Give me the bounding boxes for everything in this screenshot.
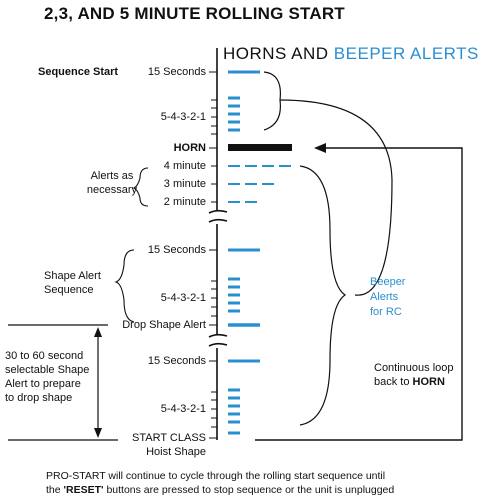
start-class-label: START CLASS — [132, 432, 206, 444]
selectable-label-line1: 30 to 60 second — [5, 350, 84, 362]
footer-line-1: PRO-START will continue to cycle through… — [46, 470, 386, 482]
drop-shape-alert-label: Drop Shape Alert — [122, 319, 206, 331]
beeper-brace — [299, 165, 347, 426]
top-group-brace — [263, 71, 282, 131]
header-beeper-text: BEEPER ALERTS — [333, 44, 479, 63]
fifteen-seconds-label-2: 15 Seconds — [147, 244, 206, 256]
loop-arrow-line — [255, 147, 463, 441]
three-minute-label: 3 minute — [163, 178, 206, 190]
shape-alert-brace — [114, 249, 135, 323]
selectable-arrow-down — [94, 428, 102, 438]
four-minute-label: 4 minute — [163, 160, 206, 172]
shape-alert-label-line2: Sequence — [44, 284, 94, 296]
shape-alert-marks — [228, 248, 260, 327]
diagram-title: 2,3, AND 5 MINUTE ROLLING START — [44, 4, 345, 23]
hoist-shape-label: Hoist Shape — [146, 446, 206, 458]
axis-break-1b — [208, 218, 228, 223]
footer-reset-text: 'RESET' — [63, 484, 104, 496]
beeper-label-line2: Alerts — [370, 291, 399, 303]
selectable-label-line3: Alert to prepare — [5, 378, 81, 390]
axis-break-2b — [208, 342, 228, 347]
selectable-label-line4: to drop shape — [5, 392, 73, 404]
beeper-label-line1: Beeper — [370, 276, 406, 288]
axis-break-1a — [208, 209, 228, 214]
beeper-marks — [228, 70, 260, 132]
countdown-label-1: 5-4-3-2-1 — [160, 111, 206, 123]
timeline-axis — [208, 48, 228, 440]
countdown-label-2: 5-4-3-2-1 — [160, 292, 206, 304]
axis-break-2a — [208, 333, 228, 338]
alerts-brace — [132, 167, 149, 207]
loop-arrowhead — [314, 143, 326, 153]
footer-line-2-prefix: the — [46, 484, 64, 496]
top-group-connector — [279, 99, 393, 296]
sequence-start-label: Sequence Start — [38, 66, 119, 78]
footer-line-2-suffix: buttons are pressed to stop sequence or … — [103, 484, 395, 496]
axis-ticks — [209, 71, 217, 439]
shape-alert-label-line1: Shape Alert — [44, 270, 101, 282]
header-horns-beeper: HORNS AND BEEPER ALERTS — [223, 44, 479, 64]
two-minute-label: 2 minute — [163, 196, 206, 208]
beeper-label-line3: for RC — [370, 306, 402, 318]
selectable-label-line2: selectable Shape — [5, 364, 90, 376]
loop-label-prefix: back to — [374, 376, 413, 388]
selectable-arrow-up — [94, 327, 102, 337]
alerts-label-line2: necessary — [86, 184, 138, 196]
start-class-marks — [228, 359, 260, 435]
header-horns-text: HORNS AND — [223, 44, 334, 63]
fifteen-seconds-label-1: 15 Seconds — [147, 66, 206, 78]
minute-alert-marks — [228, 165, 291, 203]
loop-label-line1: Continuous loop — [374, 362, 454, 374]
horn-label: HORN — [173, 142, 206, 154]
loop-label-line2: back to HORN — [374, 376, 445, 388]
horn-bar — [228, 144, 292, 151]
alerts-label-line1: Alerts as — [90, 170, 134, 182]
footer-note: PRO-START will continue to cycle through… — [46, 469, 394, 497]
fifteen-seconds-label-3: 15 Seconds — [147, 355, 206, 367]
countdown-label-3: 5-4-3-2-1 — [160, 403, 206, 415]
loop-label-horn: HORN — [412, 376, 445, 388]
footer-line-2: the 'RESET' buttons are pressed to stop … — [46, 483, 394, 497]
